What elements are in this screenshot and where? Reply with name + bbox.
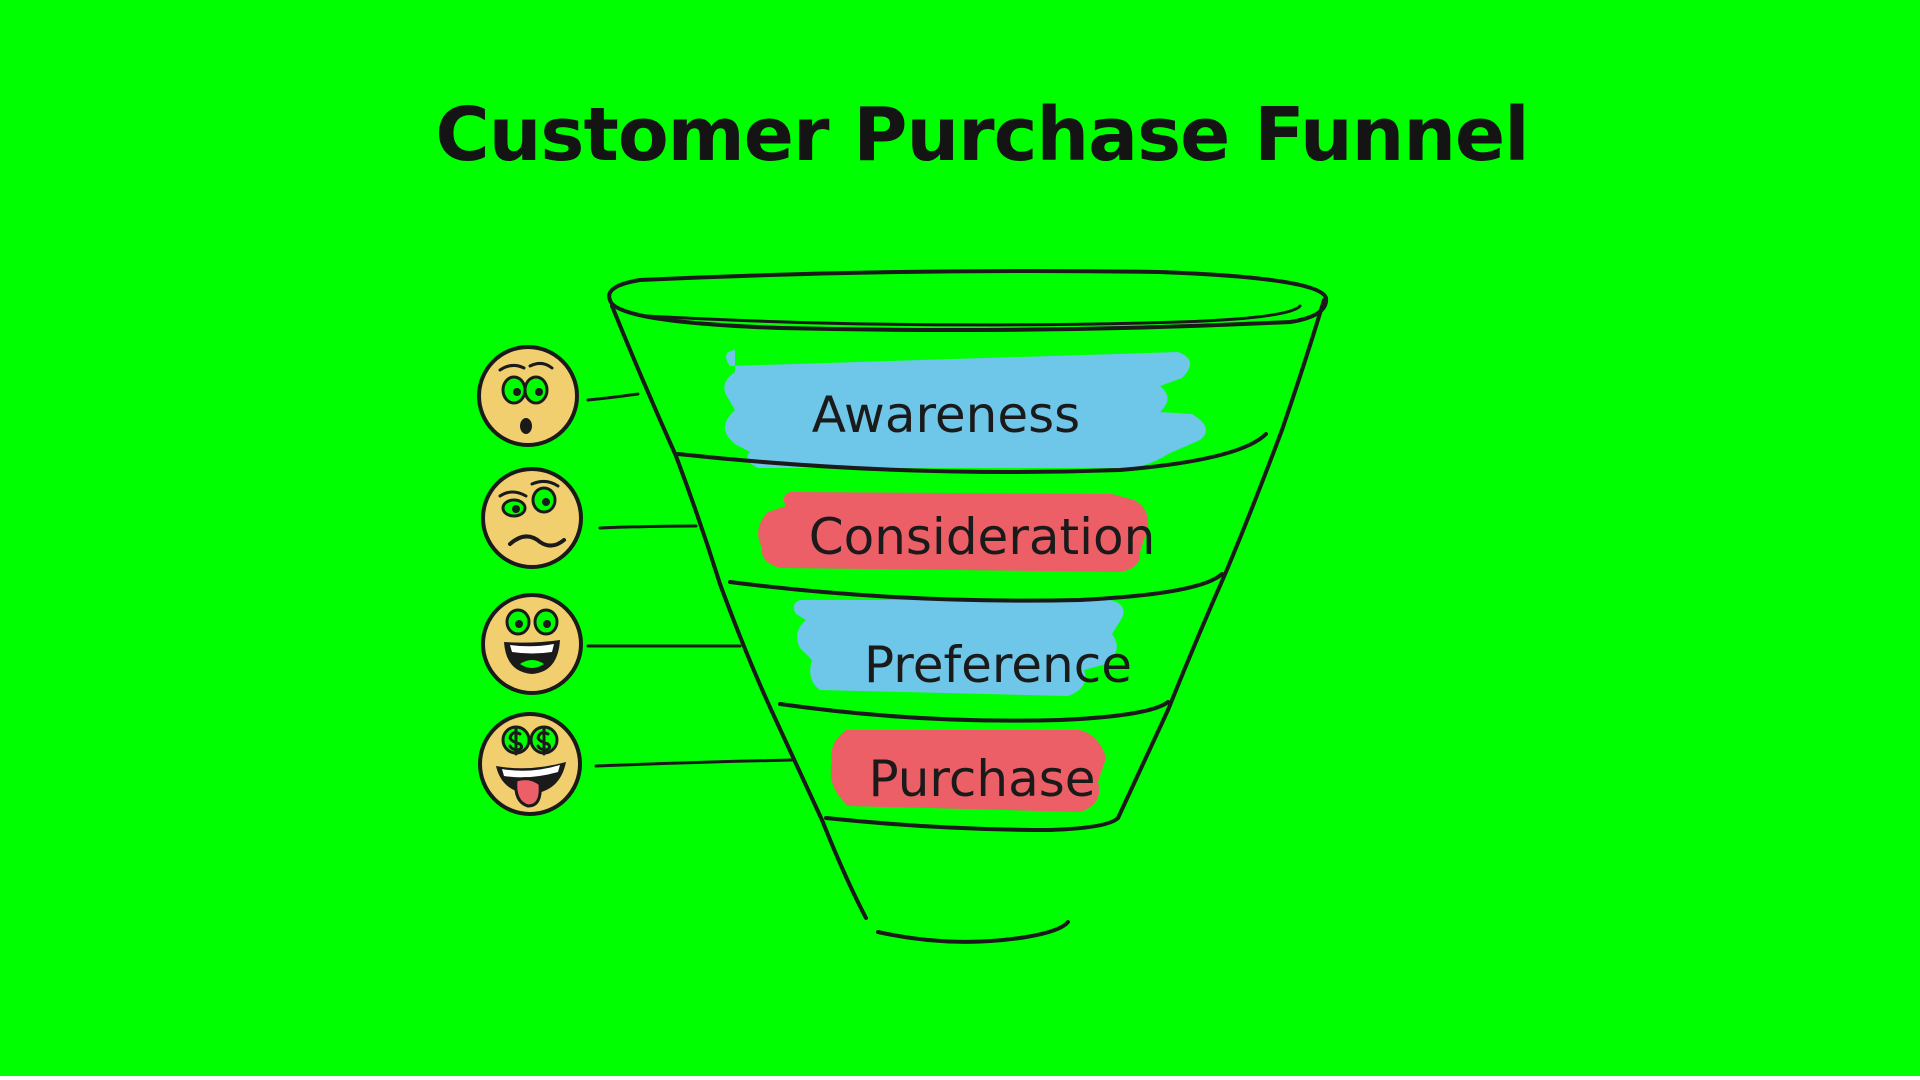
stage-labels: Awareness Consideration Preference Purch…	[809, 386, 1156, 808]
diagram-title: Customer Purchase Funnel	[435, 92, 1528, 178]
happy-face-icon	[481, 593, 583, 695]
dollar-sign	[508, 726, 524, 756]
funnel-ring-4	[824, 816, 1120, 832]
teeth	[502, 765, 560, 778]
preference-band	[793, 600, 1124, 696]
pupil	[513, 388, 521, 396]
connector-line-consideration	[598, 524, 698, 530]
funnel-outline	[607, 269, 1329, 944]
pupil	[512, 505, 520, 513]
purchase-band	[830, 730, 1106, 812]
tongue	[520, 660, 544, 668]
eyebrow	[498, 363, 526, 372]
funnel-rim-inner	[644, 304, 1302, 327]
eyebrow	[498, 490, 528, 498]
funnel-ring-2	[728, 572, 1224, 603]
skeptical-face-icon	[481, 467, 583, 569]
stage-bands	[724, 350, 1206, 812]
funnel-ring-1	[676, 432, 1268, 474]
connector-line-purchase	[594, 758, 794, 768]
awareness-band	[724, 350, 1206, 468]
pupil	[535, 388, 543, 396]
eyebrow	[528, 361, 554, 370]
stage-label-preference: Preference	[864, 636, 1132, 694]
mouth	[508, 534, 566, 548]
pupil	[515, 620, 523, 628]
stage-label-consideration: Consideration	[809, 508, 1156, 566]
funnel-ring-3	[778, 700, 1170, 723]
dollar-sign	[536, 726, 552, 756]
stage-label-purchase: Purchase	[868, 750, 1095, 808]
connector-line-awareness	[586, 392, 640, 402]
funnel-right-wall	[1116, 298, 1326, 820]
funnel-rim-outer	[607, 269, 1329, 332]
funnel-left-wall	[610, 304, 868, 920]
stage-label-awareness: Awareness	[812, 386, 1080, 444]
connector-lines	[586, 392, 794, 768]
surprised-face-icon	[477, 345, 579, 447]
funnel-bottom	[876, 920, 1070, 944]
consideration-band	[758, 492, 1149, 572]
eyebrow	[530, 479, 560, 488]
pupil	[542, 498, 550, 506]
mouth	[520, 418, 532, 434]
tongue	[514, 777, 542, 808]
teeth	[510, 644, 554, 654]
pupil	[543, 620, 551, 628]
money-eyes-face-icon	[478, 712, 582, 816]
